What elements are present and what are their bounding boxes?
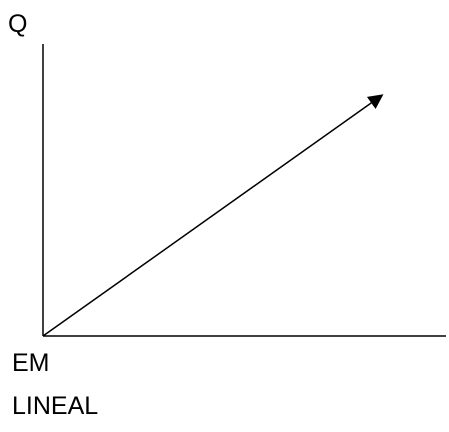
diagram-caption: LINEAL [12, 392, 99, 420]
y-axis-label: Q [8, 10, 28, 38]
origin-label: EM [12, 349, 50, 377]
linear-arrow [42, 94, 384, 337]
